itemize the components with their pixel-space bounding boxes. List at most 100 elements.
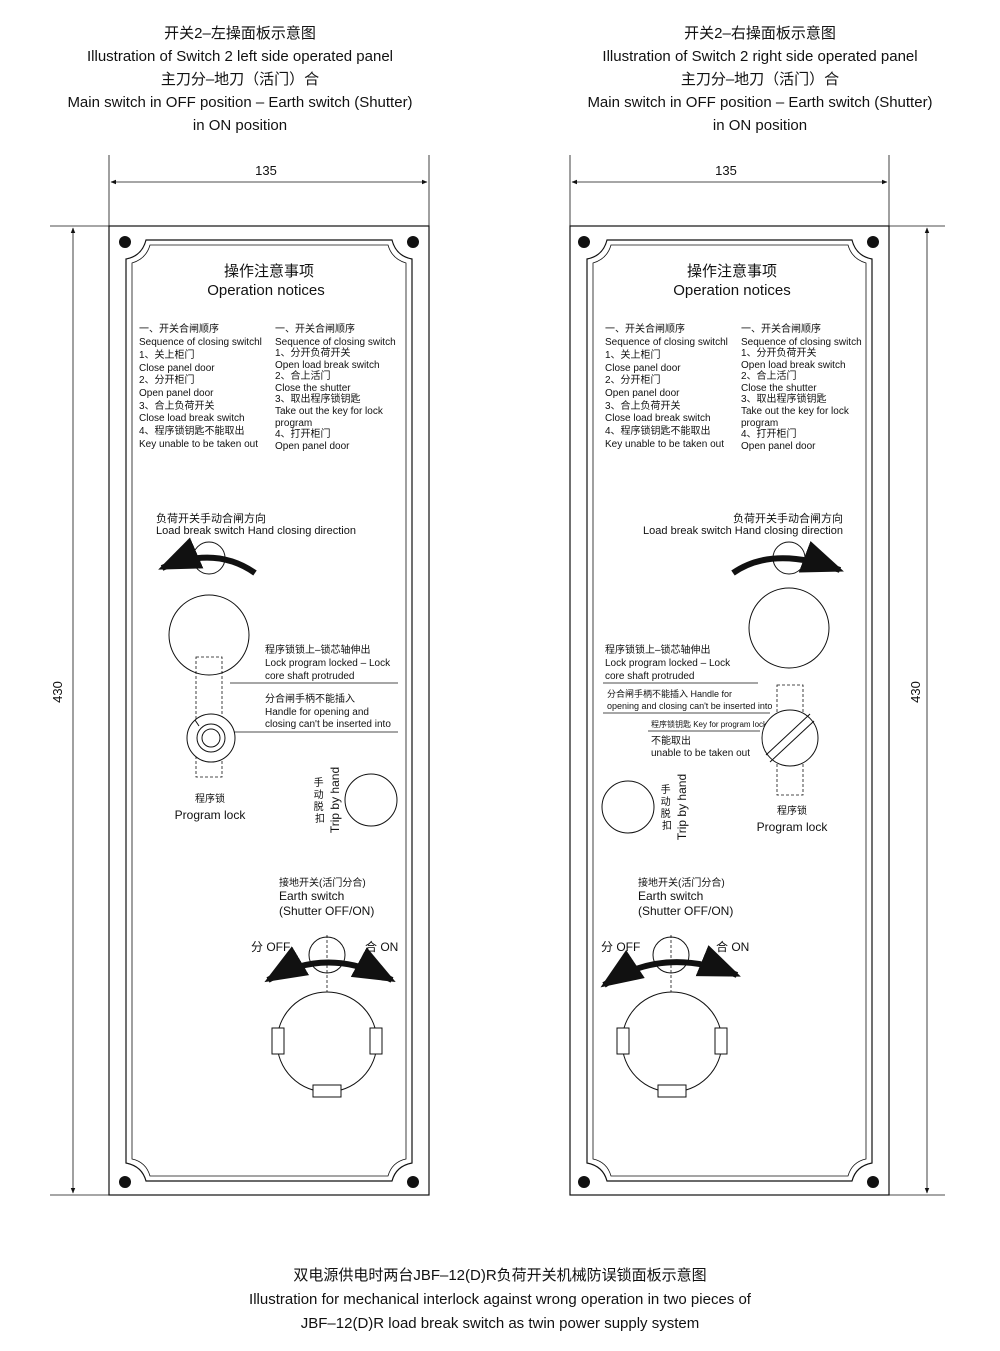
svg-text:Sequence of closing switchl: Sequence of closing switchl [605, 337, 728, 348]
screw-icon [578, 1176, 590, 1188]
svg-text:Open panel door: Open panel door [275, 441, 350, 452]
right-load-cn: 负荷开关手动合闸方向 [733, 511, 843, 525]
right-handle-note: 分合闸手柄不能插入 Handle for opening and closing… [607, 688, 772, 711]
right-earth-en: Earth switch [638, 889, 703, 903]
svg-text:Close load break switch: Close load break switch [605, 413, 711, 424]
right-on-label: 合 ON [716, 939, 749, 954]
left-on-label: 合 ON [365, 939, 398, 954]
left-program-lock-en: Program lock [175, 808, 247, 822]
caption-line-2: Illustration for mechanical interlock ag… [249, 1291, 751, 1308]
right-panel-inner-border [586, 239, 873, 1182]
left-lock-note: 程序锁锁上–锁芯轴伸出 Lock program locked – Lock c… [265, 643, 393, 682]
svg-text:Open panel door: Open panel door [741, 441, 816, 452]
svg-text:一、开关合闸顺序: 一、开关合闸顺序 [275, 322, 355, 335]
left-title-cn: 开关2–左操面板示意图 [164, 25, 316, 42]
svg-text:2、合上活门: 2、合上活门 [275, 369, 331, 382]
svg-text:Sequence of closing switch: Sequence of closing switch [741, 337, 862, 348]
svg-text:Open panel door: Open panel door [139, 388, 214, 399]
svg-text:3、合上负荷开关: 3、合上负荷开关 [139, 399, 215, 412]
right-panel-title: 开关2–右操面板示意图 Illustration of Switch 2 rig… [540, 22, 980, 137]
svg-text:Close panel door: Close panel door [605, 363, 681, 374]
svg-text:Open panel door: Open panel door [605, 388, 680, 399]
svg-text:2、分开柜门: 2、分开柜门 [605, 373, 661, 386]
left-earth-cn: 接地开关(活门分合) [279, 876, 366, 889]
right-state-cn: 主刀分–地刀（活门）合 [680, 71, 840, 88]
left-width-dimension: 135 [255, 163, 277, 178]
svg-text:一、开关合闸顺序: 一、开关合闸顺序 [139, 322, 219, 335]
svg-text:一、开关合闸顺序: 一、开关合闸顺序 [741, 322, 821, 335]
svg-text:Close the shutter: Close the shutter [741, 383, 817, 394]
right-notices-en: Operation notices [673, 282, 791, 299]
left-panel: 135 430 操作注意事项 Operation notices 一、开关合闸顺… [50, 155, 430, 1196]
caption-line-3: JBF–12(D)R load break switch as twin pow… [300, 1315, 700, 1332]
right-notice-col2: 一、开关合闸顺序 Sequence of closing switch 1、分开… [741, 322, 862, 452]
left-notices-en: Operation notices [207, 282, 325, 299]
left-earth-en-2: (Shutter OFF/ON) [279, 904, 374, 918]
right-lock-note: 程序锁锁上–锁芯轴伸出 Lock program locked – Lock c… [605, 643, 733, 682]
right-trip-button[interactable] [601, 780, 655, 834]
svg-text:1、关上柜门: 1、关上柜门 [605, 348, 661, 361]
right-program-lock-cn: 程序锁 [777, 804, 807, 817]
svg-text:1、分开负荷开关: 1、分开负荷开关 [275, 346, 351, 359]
left-trip-button[interactable] [344, 773, 398, 827]
right-program-lock-en: Program lock [757, 820, 829, 834]
svg-text:program: program [741, 418, 778, 429]
right-trip-cn: 手 动 脱 扣 [661, 783, 674, 832]
right-earth-en-2: (Shutter OFF/ON) [638, 904, 733, 918]
svg-text:Close load break switch: Close load break switch [139, 413, 245, 424]
right-earth-cn: 接地开关(活门分合) [638, 876, 725, 889]
caption-line-1: 双电源供电时两台JBF–12(D)R负荷开关机械防误锁面板示意图 [293, 1267, 707, 1284]
right-program-lock-icon [761, 709, 819, 767]
left-state-cn: 主刀分–地刀（活门）合 [160, 71, 320, 88]
svg-text:Close panel door: Close panel door [139, 363, 215, 374]
right-state-en-1: Main switch in OFF position – Earth swit… [587, 94, 933, 111]
right-notices-cn: 操作注意事项 [687, 262, 777, 280]
left-panel-title: 开关2–左操面板示意图 Illustration of Switch 2 lef… [20, 22, 460, 137]
svg-text:Key unable to be taken out: Key unable to be taken out [605, 439, 724, 450]
screw-icon [578, 236, 590, 248]
svg-text:一、开关合闸顺序: 一、开关合闸顺序 [605, 322, 685, 335]
right-height-dimension: 430 [908, 681, 923, 703]
svg-text:2、合上活门: 2、合上活门 [741, 369, 797, 382]
left-trip-cn: 手 动 脱 扣 [314, 776, 327, 825]
left-height-dimension: 430 [50, 681, 65, 703]
svg-text:3、合上负荷开关: 3、合上负荷开关 [605, 399, 681, 412]
svg-text:Take out the key for lock: Take out the key for lock [741, 406, 850, 417]
left-program-lock-icon [186, 713, 236, 763]
screw-icon [867, 236, 879, 248]
screw-icon [119, 1176, 131, 1188]
left-earth-en: Earth switch [279, 889, 344, 903]
left-state-en-1: Main switch in OFF position – Earth swit… [67, 94, 413, 111]
screw-icon [407, 236, 419, 248]
right-panel-outline [569, 225, 890, 1196]
right-earth-arrow-icon [600, 945, 741, 988]
right-title-en: Illustration of Switch 2 right side oper… [602, 48, 918, 65]
left-earth-arrow-icon [264, 946, 396, 983]
right-state-en-2: in ON position [712, 117, 808, 134]
right-title-cn: 开关2–右操面板示意图 [684, 25, 836, 42]
left-load-switch-knob [168, 594, 250, 676]
screw-icon [119, 236, 131, 248]
left-trip-en: Trip by hand [328, 767, 342, 833]
left-notice-col1: 一、开关合闸顺序 Sequence of closing switchl 1、关… [139, 322, 262, 450]
screw-icon [407, 1176, 419, 1188]
left-handle-note: 分合闸手柄不能插入 Handle for opening and closing… [265, 692, 391, 730]
right-trip-en: Trip by hand [675, 774, 689, 840]
svg-text:4、程序锁钥匙不能取出: 4、程序锁钥匙不能取出 [605, 424, 711, 437]
svg-text:3、取出程序锁钥匙: 3、取出程序锁钥匙 [741, 392, 827, 405]
left-earth-switch-knob [271, 991, 383, 1098]
left-notices-cn: 操作注意事项 [224, 262, 314, 280]
svg-text:3、取出程序锁钥匙: 3、取出程序锁钥匙 [275, 392, 361, 405]
right-off-label: 分 OFF [601, 940, 640, 954]
figure-caption: 双电源供电时两台JBF–12(D)R负荷开关机械防误锁面板示意图 Illustr… [0, 1264, 1000, 1336]
screw-icon [867, 1176, 879, 1188]
left-state-en-2: in ON position [192, 117, 288, 134]
left-closing-arrow-icon [158, 537, 257, 576]
svg-text:Close the shutter: Close the shutter [275, 383, 351, 394]
left-notice-col2: 一、开关合闸顺序 Sequence of closing switch 1、分开… [275, 322, 396, 452]
svg-text:Take out the key for lock: Take out the key for lock [275, 406, 384, 417]
left-program-lock-cn: 程序锁 [195, 792, 225, 805]
svg-text:program: program [275, 418, 312, 429]
right-key-note: 程序锁钥匙 Key for program lock [651, 719, 768, 729]
